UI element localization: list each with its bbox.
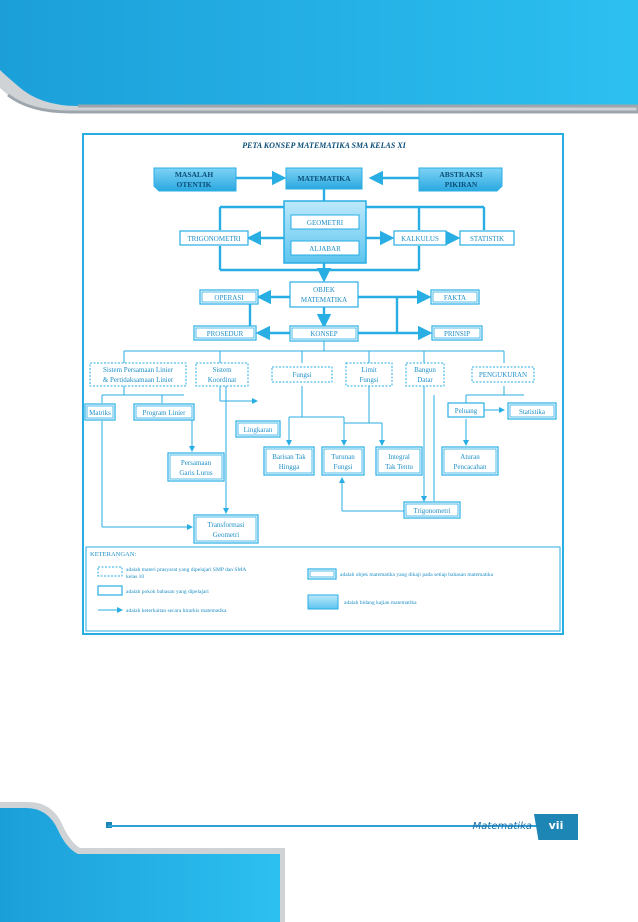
node-masalah-otentik: MASALAH OTENTIK	[153, 167, 237, 192]
legend-heading: KETERANGAN:	[90, 551, 136, 558]
node-label: STATISTIK	[470, 235, 504, 243]
node-label: MATEMATIKA	[301, 296, 347, 304]
node-label: Persamaan	[181, 459, 212, 467]
concept-map-canvas: PETA KONSEP MATEMATIKA SMA KELAS XI	[84, 141, 561, 632]
node-label: Pencacahan	[453, 463, 487, 471]
node-label: Fungsi	[292, 371, 311, 379]
node-spldv: Sistem Persamaan Linier & Pertidaksamaan…	[89, 362, 187, 387]
node-label: Aturan	[460, 453, 480, 461]
node-trigonometri: TRIGONOMETRI	[179, 230, 249, 246]
legend-gradient-text: adalah bidang kajian matematika	[344, 600, 417, 606]
node-trigonometri-2: Trigonometri	[403, 501, 461, 519]
node-label: KONSEP	[310, 330, 337, 338]
legend-dashed-text: kelas 10	[126, 574, 144, 580]
node-label: Hingga	[279, 463, 301, 471]
node-label: Integral	[388, 453, 410, 461]
edges	[101, 170, 524, 530]
node-label: Limit	[361, 366, 377, 374]
node-label: Program Linier	[143, 409, 187, 417]
node-prosedur: PROSEDUR	[193, 325, 257, 341]
node-label: Fungsi	[333, 463, 352, 471]
legend-dashed-text: adalah materi prasyarat yang dipelajari …	[126, 567, 246, 573]
node-lingkaran: Lingkaran	[235, 420, 281, 438]
node-prinsip: PRINSIP	[431, 325, 483, 341]
legend-arrow-text: adalah keterkaitan secara hirarkis matem…	[126, 608, 227, 614]
node-label: MATEMATIKA	[297, 174, 351, 183]
node-label: Barisan Tak	[272, 453, 306, 461]
page-number-tab: vii	[534, 814, 578, 840]
legend-double-text: adalah objek matematika yang dikaji pada…	[340, 572, 494, 578]
node-label: Datar	[417, 376, 433, 384]
node-label: Transformasi	[207, 521, 244, 529]
node-operasi: OPERASI	[199, 289, 259, 305]
node-label: PIKIRAN	[445, 180, 478, 189]
node-label: Koordinat	[208, 376, 236, 384]
node-label: Sistem Persamaan Linier	[103, 366, 174, 374]
footer-rule	[108, 825, 538, 827]
node-geometri: GEOMETRI	[307, 219, 344, 227]
footer-block	[0, 802, 285, 922]
node-konsep: KONSEP	[289, 325, 359, 342]
node-matriks: Matriks	[84, 403, 116, 421]
node-label: Sistem	[212, 366, 232, 374]
legend: KETERANGAN: adalah materi prasyarat yang…	[85, 546, 561, 632]
node-label: PENGUKURAN	[479, 371, 527, 379]
node-fungsi: Fungsi	[271, 366, 333, 383]
node-aturan-pencacahan: Aturan Pencacahan	[441, 446, 499, 476]
node-peluang: Peluang	[447, 402, 485, 418]
node-label: FAKTA	[444, 294, 466, 302]
node-program-linier: Program Linier	[133, 403, 195, 421]
node-kalkulus: KALKULUS	[393, 230, 447, 246]
node-label: KALKULUS	[401, 235, 439, 243]
node-label: Fungsi	[359, 376, 378, 384]
node-label: Peluang	[455, 407, 478, 415]
node-label: Tak Tentu	[385, 463, 413, 471]
node-label: MASALAH	[175, 170, 214, 179]
node-label: OTENTIK	[176, 180, 211, 189]
node-integral-tak-tentu: Integral Tak Tentu	[375, 446, 423, 476]
node-label: Statistika	[519, 408, 546, 416]
node-transformasi-geometri: Transformasi Geometri	[193, 514, 259, 544]
node-label: TRIGONOMETRI	[187, 235, 241, 243]
node-bangun-datar: Bangun Datar	[405, 362, 445, 387]
node-label: OPERASI	[214, 294, 244, 302]
node-fakta: FAKTA	[430, 289, 480, 305]
node-aljabar: ALJABAR	[309, 245, 341, 253]
node-label: Turunan	[331, 453, 355, 461]
page-number: vii	[548, 819, 564, 832]
node-statistik: STATISTIK	[459, 230, 515, 246]
header-banner	[0, 0, 638, 114]
node-matematika: MATEMATIKA	[285, 167, 363, 190]
node-turunan-fungsi: Turunan Fungsi	[321, 446, 365, 476]
concept-map: PETA KONSEP MATEMATIKA SMA KELAS XI	[82, 133, 564, 635]
node-statistika: Statistika	[507, 402, 557, 420]
node-label: Geometri	[213, 531, 239, 539]
node-barisan-tak-hingga: Barisan Tak Hingga	[263, 446, 315, 476]
node-label: Garis Lurus	[179, 469, 213, 477]
node-persamaan-garis-lurus: Persamaan Garis Lurus	[167, 452, 225, 482]
legend-single-text: adalah pokok bahasan yang dipelajari	[126, 589, 209, 595]
node-label: Bangun	[414, 366, 436, 374]
node-label: & Pertidaksamaan Linier	[103, 376, 174, 384]
map-title: PETA KONSEP MATEMATIKA SMA KELAS XI	[242, 141, 406, 150]
node-pengukuran: PENGUKURAN	[471, 366, 535, 383]
footer-subject: Matematika	[472, 821, 532, 832]
node-label: PROSEDUR	[207, 330, 244, 338]
node-label: OBJEK	[313, 286, 335, 294]
node-label: Trigonometri	[413, 507, 450, 515]
node-sistem-koordinat: Sistem Koordinat	[195, 362, 249, 387]
node-label: PRINSIP	[444, 330, 470, 338]
node-objek-matematika: OBJEK MATEMATIKA	[289, 281, 359, 308]
node-center-block: GEOMETRI ALJABAR	[283, 200, 367, 264]
node-label: Lingkaran	[244, 426, 273, 434]
node-limit-fungsi: Limit Fungsi	[345, 362, 393, 387]
node-label: Matriks	[89, 409, 111, 417]
node-label: ABSTRAKSI	[439, 170, 482, 179]
node-abstraksi-pikiran: ABSTRAKSI PIKIRAN	[418, 167, 503, 192]
